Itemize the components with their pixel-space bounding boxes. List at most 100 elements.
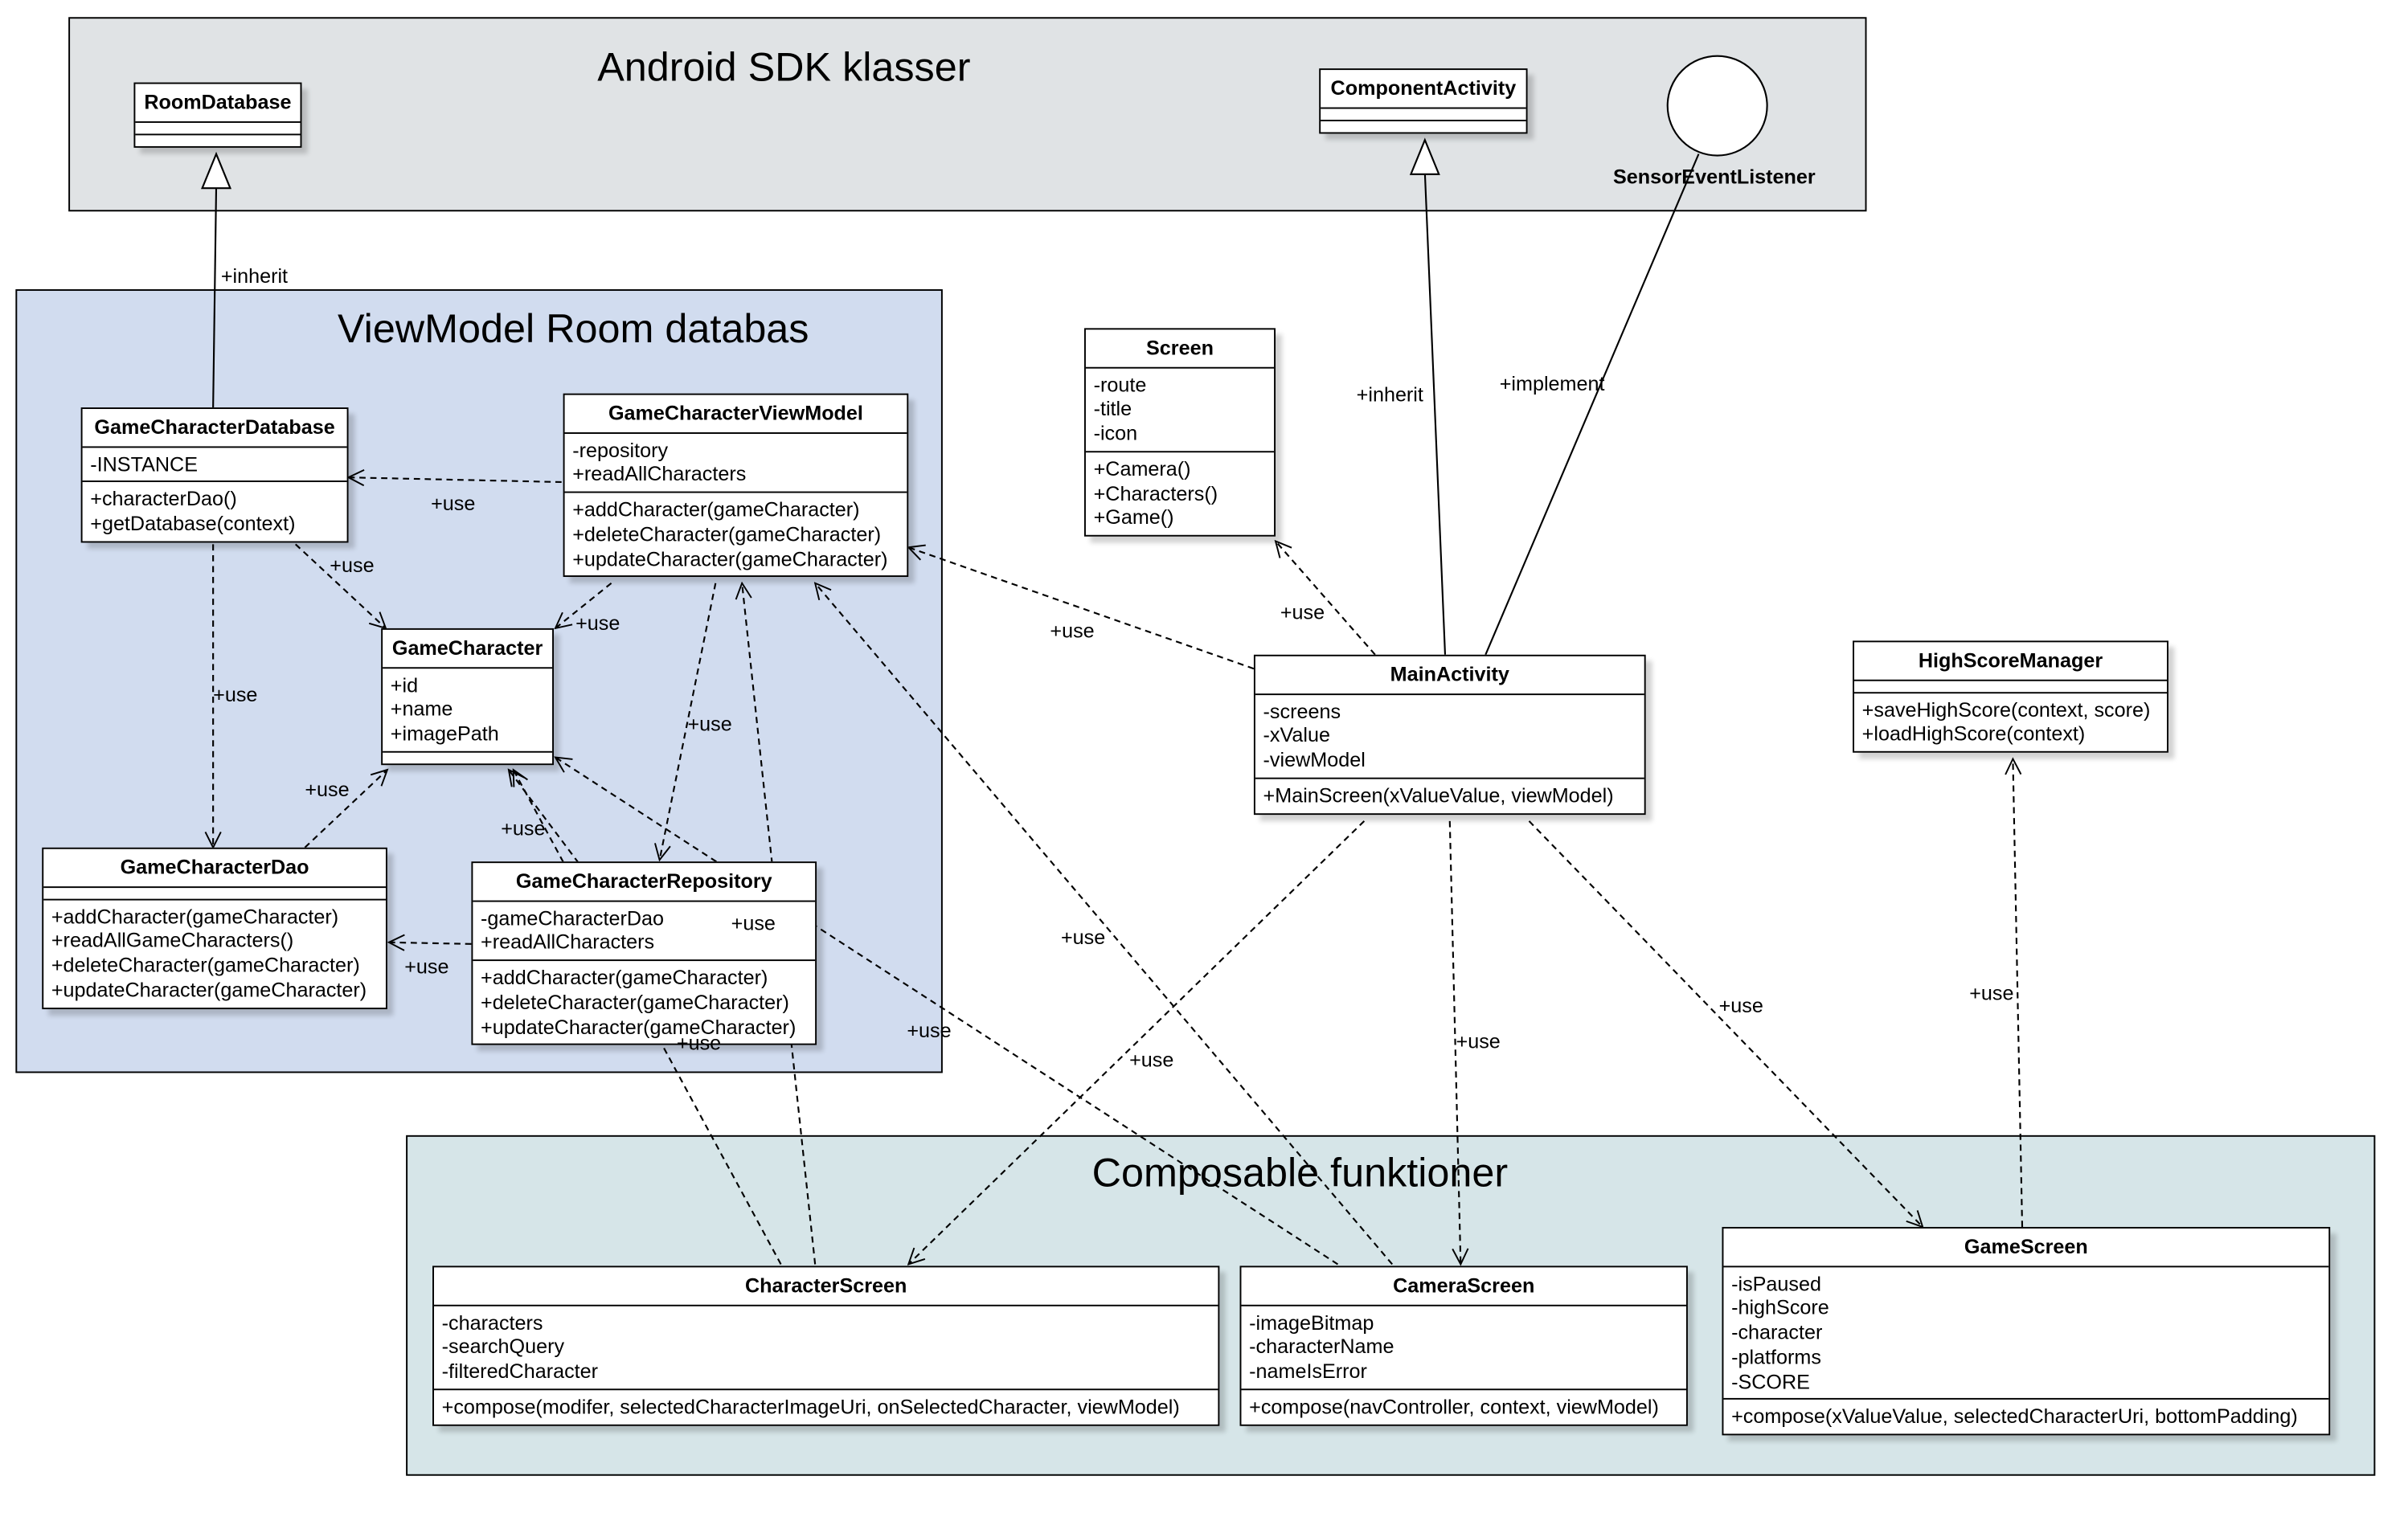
class-attributes: -isPaused -highScore -character -platfor… [1723, 1267, 2329, 1400]
class-game-character-database[interactable]: GameCharacterDatabase -INSTANCE +charact… [80, 407, 349, 543]
attribute: -title [1093, 397, 1132, 421]
attribute: -characterName [1249, 1335, 1394, 1359]
attribute: -INSTANCE [90, 452, 199, 476]
class-operations: +saveHighScore(context, score) +loadHigh… [1854, 693, 2167, 751]
class-room-database[interactable]: RoomDatabase [133, 82, 302, 148]
class-game-screen[interactable]: GameScreen -isPaused -highScore -charact… [1722, 1227, 2331, 1436]
operation: +readAllGameCharacters() [51, 929, 294, 953]
region-composable-title: Composable funktioner [1091, 1149, 1509, 1196]
attribute: -xValue [1263, 723, 1331, 747]
class-operations: +addCharacter(gameCharacter) +deleteChar… [565, 493, 907, 576]
operation: +updateCharacter(gameCharacter) [51, 978, 367, 1002]
label-use: +use [1969, 981, 2014, 1005]
label-use: +use [687, 712, 732, 736]
class-main-activity[interactable]: MainActivity -screens -xValue -viewModel… [1253, 654, 1646, 815]
class-game-character-viewmodel[interactable]: GameCharacterViewModel -repository +read… [563, 393, 909, 578]
operation: +compose(modifer, selectedCharacterImage… [441, 1394, 1180, 1418]
attribute: -route [1093, 372, 1147, 396]
attribute: -highScore [1731, 1295, 1829, 1320]
attribute: -repository [572, 438, 669, 462]
class-attributes: -repository +readAllCharacters [564, 433, 907, 493]
class-operations: +characterDao() +getDatabase(context) [83, 483, 347, 541]
attribute: -character [1731, 1320, 1823, 1344]
class-name: HighScoreManager [1853, 642, 2168, 681]
class-name: GameCharacter [383, 630, 553, 669]
attribute: -imageBitmap [1249, 1310, 1374, 1334]
interface-sensor-event-listener-label: SensorEventListener [1613, 165, 1816, 189]
operation: +Camera() [1093, 456, 1191, 480]
class-attributes: -INSTANCE [82, 448, 347, 483]
label-use: +use [676, 1031, 722, 1055]
class-operations: +addCharacter(gameCharacter) +readAllGam… [43, 900, 386, 1007]
class-name: GameCharacterRepository [473, 863, 816, 902]
operation: +MainScreen(xValueValue, viewModel) [1263, 783, 1614, 808]
label-use: +use [1718, 993, 1763, 1017]
attribute: +name [390, 697, 453, 721]
attribute: -platforms [1731, 1344, 1821, 1368]
class-operations [1321, 121, 1525, 132]
operation: +saveHighScore(context, score) [1861, 697, 2151, 722]
attribute: +readAllCharacters [572, 462, 747, 486]
class-name: GameScreen [1723, 1229, 2329, 1267]
attribute: +imagePath [390, 722, 499, 746]
label-inherit-componentactivity: +inherit [1356, 382, 1423, 407]
label-use: +use [1050, 619, 1095, 643]
class-operations: +compose(modifer, selectedCharacterImage… [434, 1390, 1218, 1424]
class-attributes [1853, 681, 2168, 693]
operation: +Characters() [1093, 481, 1218, 505]
class-game-character-dao[interactable]: GameCharacterDao +addCharacter(gameChara… [42, 847, 387, 1009]
class-game-character[interactable]: GameCharacter +id +name +imagePath [381, 628, 555, 765]
label-use: +use [213, 682, 258, 706]
class-attributes [135, 122, 301, 135]
class-character-screen[interactable]: CharacterScreen -characters -searchQuery… [432, 1265, 1220, 1425]
class-operations: +addCharacter(gameCharacter) +deleteChar… [473, 961, 815, 1044]
class-component-activity[interactable]: ComponentActivity [1319, 68, 1528, 133]
label-use: +use [907, 1018, 952, 1042]
class-operations: +compose(xValueValue, selectedCharacterU… [1723, 1400, 2328, 1433]
operation: +updateCharacter(gameCharacter) [481, 1014, 797, 1038]
label-inherit-roomdatabase: +inherit [220, 264, 289, 288]
class-operations: +Camera() +Characters() +Game() [1086, 452, 1274, 535]
class-operations [383, 752, 552, 763]
attribute: -icon [1093, 421, 1138, 445]
class-name: GameCharacterDao [43, 849, 386, 888]
class-name: GameCharacterViewModel [564, 395, 907, 434]
attribute: -SCORE [1731, 1369, 1810, 1393]
attribute: +id [390, 673, 419, 697]
class-name: MainActivity [1255, 656, 1644, 695]
label-use: +use [731, 911, 776, 935]
label-use: +use [330, 554, 375, 578]
attribute: -searchQuery [441, 1335, 565, 1359]
class-attributes: -gameCharacterDao +readAllCharacters [473, 902, 816, 962]
attribute: -viewModel [1263, 748, 1366, 772]
operation: +compose(navController, context, viewMod… [1249, 1394, 1659, 1418]
class-operations: +MainScreen(xValueValue, viewModel) [1255, 779, 1644, 812]
label-use: +use [501, 816, 546, 840]
label-use: +use [431, 491, 476, 515]
attribute: +readAllCharacters [481, 930, 655, 955]
class-name: GameCharacterDatabase [82, 409, 347, 448]
operation: +getDatabase(context) [90, 511, 296, 535]
label-use: +use [305, 777, 350, 801]
operation: +deleteCharacter(gameCharacter) [51, 953, 360, 977]
class-screen[interactable]: Screen -route -title -icon +Camera() +Ch… [1083, 328, 1276, 537]
attribute: -isPaused [1731, 1271, 1821, 1295]
operation: +updateCharacter(gameCharacter) [572, 546, 888, 570]
edge-mainactivity-uses-viewmodel [908, 547, 1255, 670]
operation: +addCharacter(gameCharacter) [572, 497, 860, 521]
class-camera-screen[interactable]: CameraScreen -imageBitmap -characterName… [1239, 1265, 1688, 1425]
edge-mainactivity-uses-screen [1276, 542, 1376, 656]
class-game-character-repository[interactable]: GameCharacterRepository -gameCharacterDa… [471, 861, 817, 1046]
region-android-sdk-title: Android SDK klasser [597, 43, 971, 91]
class-attributes: -imageBitmap -characterName -nameIsError [1241, 1306, 1686, 1390]
operation: +addCharacter(gameCharacter) [481, 966, 768, 990]
class-attributes: -characters -searchQuery -filteredCharac… [433, 1306, 1218, 1390]
class-attributes: -screens -xValue -viewModel [1255, 695, 1644, 779]
class-operations: +compose(navController, context, viewMod… [1241, 1390, 1686, 1424]
edge-mainactivity-inherits-componentactivity [1423, 172, 1447, 655]
operation: +Game() [1093, 505, 1174, 529]
class-name: CharacterScreen [433, 1267, 1218, 1306]
attribute: -nameIsError [1249, 1359, 1367, 1383]
class-high-score-manager[interactable]: HighScoreManager +saveHighScore(context,… [1853, 640, 2168, 753]
